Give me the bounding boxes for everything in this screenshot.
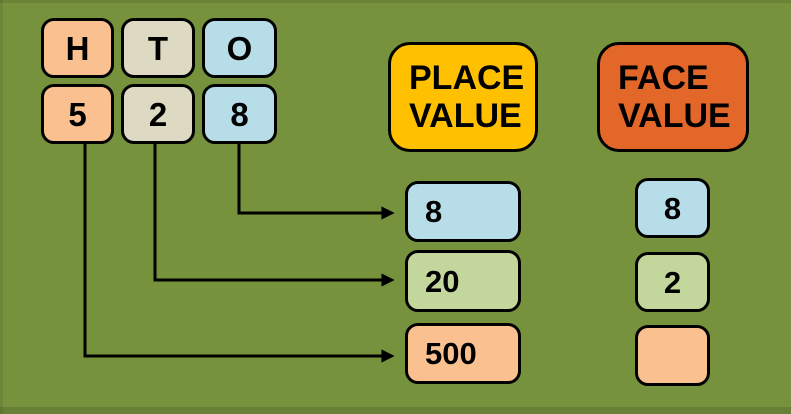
letter-box-hundreds: H xyxy=(41,18,114,78)
digit-label-ones: 8 xyxy=(230,95,249,133)
digit-box-tens: 2 xyxy=(121,84,195,144)
place-value-box-tens: 20 xyxy=(405,250,521,312)
face-value-header: FACE VALUE xyxy=(597,42,749,152)
place-value-box-hundreds: 500 xyxy=(405,323,521,384)
arrow-ones-to-place-value xyxy=(237,144,395,220)
arrow-tens-to-place-value xyxy=(153,144,395,287)
place-value-header-line2: VALUE xyxy=(409,97,522,135)
place-value-box-ones: 8 xyxy=(405,181,521,242)
place-value-tens: 20 xyxy=(425,263,460,299)
letter-box-ones: O xyxy=(202,18,277,78)
digit-box-ones: 8 xyxy=(202,84,277,144)
face-value-header-line1: FACE xyxy=(618,59,709,97)
letter-box-tens: T xyxy=(121,18,195,78)
letter-label-ones: O xyxy=(226,29,253,67)
place-value-ones: 8 xyxy=(425,194,443,229)
letter-label-hundreds: H xyxy=(65,29,90,67)
face-value-box-tens: 2 xyxy=(635,252,710,312)
place-value-header: PLACE VALUE xyxy=(388,42,538,152)
arrow-hundreds-to-place-value xyxy=(83,144,395,363)
digit-label-tens: 2 xyxy=(148,95,168,133)
left-edge-shade xyxy=(0,0,3,414)
face-value-tens: 2 xyxy=(663,264,682,300)
top-edge-shade xyxy=(0,0,791,3)
place-value-header-line1: PLACE xyxy=(409,59,525,97)
face-value-box-hundreds-empty xyxy=(635,325,710,386)
digit-box-hundreds: 5 xyxy=(41,84,114,144)
face-value-box-ones: 8 xyxy=(635,178,710,238)
place-value-hundreds: 500 xyxy=(425,336,477,371)
face-value-ones: 8 xyxy=(663,190,682,226)
letter-label-tens: T xyxy=(147,29,169,67)
face-value-header-line2: VALUE xyxy=(618,97,731,135)
digit-label-hundreds: 5 xyxy=(68,95,87,133)
bottom-edge-shade xyxy=(0,407,791,414)
